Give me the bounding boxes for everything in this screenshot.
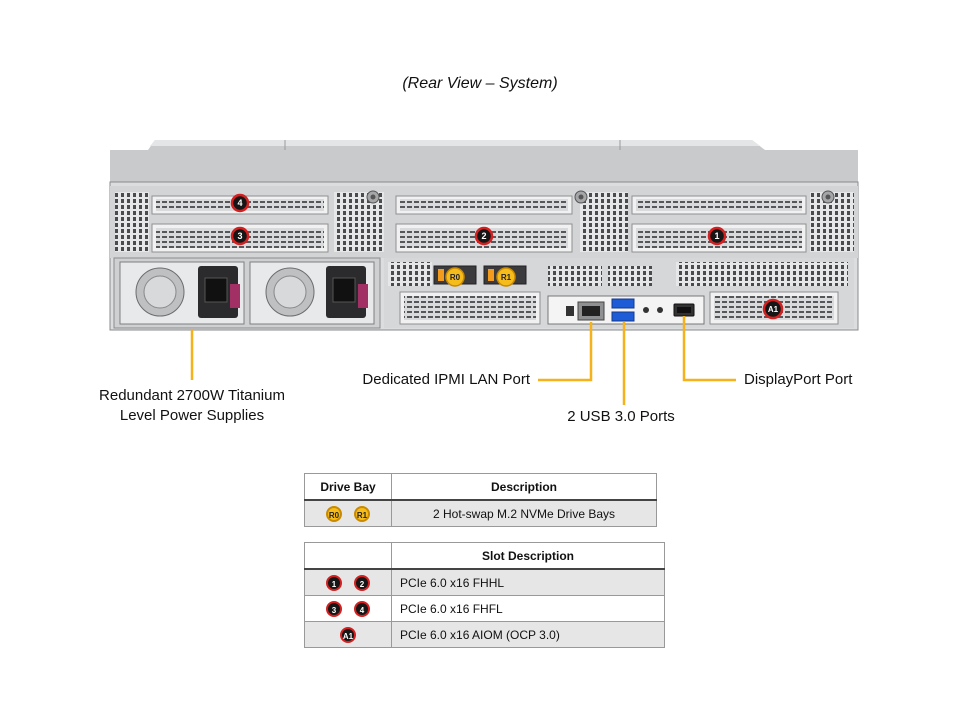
psu-callout-line2: Level Power Supplies	[119, 407, 265, 424]
slot-1-badge: 1	[707, 226, 727, 246]
side-vent-left	[115, 192, 149, 252]
drive-bay-badges: R0 R1	[304, 499, 392, 527]
aiom-badge: A1	[340, 626, 356, 643]
aiom-badge-label: A1	[768, 305, 779, 314]
description-header: Description	[391, 473, 657, 501]
usb-callout: 2 USB 3.0 Ports	[567, 408, 675, 425]
slot-table-header: Slot Description	[304, 542, 665, 570]
bay-r0-badge-label: R0	[450, 273, 461, 282]
view-caption: (Rear View – System)	[402, 75, 558, 92]
slot-2-badge-label: 2	[481, 231, 486, 241]
slot-row-description: PCIe 6.0 x16 AIOM (OCP 3.0)	[391, 621, 665, 648]
slot-3-badge: 3	[230, 226, 250, 246]
drive-bay-header: Drive Bay	[304, 473, 392, 501]
slot-2-badge: 2	[474, 226, 494, 246]
displayport-callout: DisplayPort Port	[744, 371, 853, 388]
bay-r0-badge: R0	[445, 267, 465, 287]
chassis-lid	[110, 140, 858, 182]
psu-callout-line1: Redundant 2700W Titanium	[99, 387, 285, 404]
power-supply-2	[249, 261, 375, 325]
bay-r1-badge-label: R1	[501, 273, 512, 282]
slot-row-description: PCIe 6.0 x16 FHHL	[391, 568, 665, 596]
power-supply-1	[119, 261, 245, 325]
slot-4-badge-label: 4	[237, 198, 242, 208]
slot-badge-header	[304, 542, 392, 570]
callout-leader-lines	[190, 316, 736, 405]
bay-r0-badge: R0	[326, 505, 342, 522]
bay-r1-badge: R1	[354, 505, 370, 522]
slot-3-badge: 3	[326, 600, 342, 617]
drive-bay-description: 2 Hot-swap M.2 NVMe Drive Bays	[391, 499, 657, 527]
ipmi-lan-port	[577, 301, 605, 321]
slot-3-badge-label: 3	[237, 231, 242, 241]
slot-row-description: PCIe 6.0 x16 FHFL	[391, 595, 665, 622]
pcie-slot-2	[395, 195, 573, 253]
table-row: A1 PCIe 6.0 x16 AIOM (OCP 3.0)	[304, 621, 665, 648]
slot-2-badge: 2	[354, 574, 370, 591]
ipmi-callout: Dedicated IPMI LAN Port	[362, 371, 530, 388]
drive-bay-table: Drive Bay Description R0 R1 2 Hot-swap M.…	[304, 473, 657, 527]
slot-1-badge-label: 1	[714, 231, 719, 241]
displayport-port	[673, 303, 695, 317]
slot-4-badge: 4	[354, 600, 370, 617]
drive-table-header: Drive Bay Description	[304, 473, 657, 501]
usb-3-ports	[611, 298, 635, 322]
table-row: R0 R1 2 Hot-swap M.2 NVMe Drive Bays	[304, 499, 657, 527]
bay-r1-badge: R1	[496, 267, 516, 287]
aiom-badge: A1	[762, 298, 784, 320]
slot-1-badge: 1	[326, 574, 342, 591]
psu-callout: Redundant 2700W Titanium Level Power Sup…	[72, 386, 312, 426]
slot-4-badge: 4	[230, 193, 250, 213]
slot-description-header: Slot Description	[391, 542, 665, 570]
